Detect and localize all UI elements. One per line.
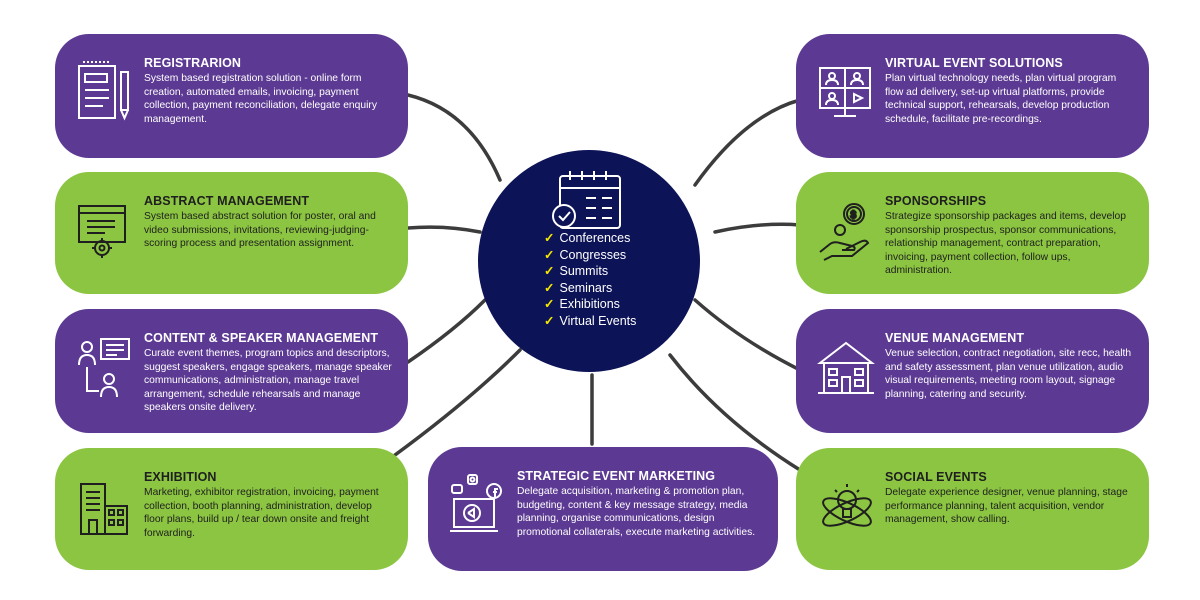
- event-type-item: ✓Congresses: [544, 247, 627, 262]
- event-type-item: ✓Summits: [544, 264, 609, 279]
- card-description: System based registration solution - onl…: [144, 73, 377, 125]
- event-types-list: ✓Conferences ✓Congresses ✓Summits ✓Semin…: [544, 230, 636, 330]
- browser-gear-icon: [75, 196, 137, 266]
- card-virtual-event-solutions: VIRTUAL EVENT SOLUTIONS Plan virtual tec…: [796, 34, 1149, 158]
- card-venue-management: VENUE MANAGEMENT Venue selection, contra…: [796, 309, 1149, 433]
- card-title: STRATEGIC EVENT MARKETING: [517, 469, 716, 483]
- card-title: EXHIBITION: [144, 470, 217, 484]
- card-title: CONTENT & SPEAKER MANAGEMENT: [144, 331, 379, 345]
- venue-building-icon: [816, 333, 878, 403]
- card-description: Strategize sponsorship packages and item…: [885, 211, 1126, 277]
- connector-virtual: [693, 98, 802, 187]
- card-description: Plan virtual technology needs, plan virt…: [885, 73, 1117, 125]
- building-icon: [75, 472, 137, 542]
- card-registration: REGISTRARION System based registration s…: [55, 34, 408, 158]
- card-description: System based abstract solution for poste…: [144, 211, 376, 250]
- card-description: Delegate acquisition, marketing & promot…: [517, 486, 756, 538]
- event-types-hub: ✓Conferences ✓Congresses ✓Summits ✓Semin…: [478, 150, 700, 372]
- card-title: VENUE MANAGEMENT: [885, 331, 1025, 345]
- check-icon: ✓: [544, 247, 555, 262]
- event-type-item: ✓Seminars: [544, 280, 613, 295]
- card-title: SOCIAL EVENTS: [885, 470, 987, 484]
- check-icon: ✓: [544, 231, 555, 245]
- event-type-item: ✓Conferences: [544, 231, 631, 245]
- card-description: Delegate experience designer, venue plan…: [885, 487, 1128, 526]
- event-type-item: ✓Exhibitions: [544, 297, 620, 312]
- check-icon: ✓: [544, 280, 555, 295]
- card-description: Venue selection, contract negotiation, s…: [885, 348, 1132, 400]
- connector-sponsorship: [713, 222, 802, 234]
- check-icon: ✓: [544, 264, 555, 279]
- card-strategic-event-marketing: STRATEGIC EVENT MARKETING Delegate acqui…: [428, 447, 778, 571]
- speaker-presentation-icon: [75, 333, 137, 403]
- lightbulb-orbit-icon: [816, 472, 878, 542]
- card-abstract-management: ABSTRACT MANAGEMENT System based abstrac…: [55, 172, 408, 294]
- connector-content: [406, 298, 487, 364]
- connector-social: [668, 353, 802, 472]
- social-media-laptop-icon: [448, 471, 510, 541]
- connector-venue: [693, 298, 802, 372]
- event-type-item: ✓Virtual Events: [544, 313, 637, 328]
- card-title: VIRTUAL EVENT SOLUTIONS: [885, 56, 1063, 70]
- card-sponsorships: $ SPONSORSHIPS Strategize sponsorship pa…: [796, 172, 1149, 294]
- card-title: REGISTRARION: [144, 56, 242, 70]
- check-icon: ✓: [544, 313, 555, 328]
- hand-coin-icon: $: [816, 196, 878, 266]
- video-conference-icon: [816, 58, 878, 128]
- registration-form-icon: [75, 58, 137, 128]
- card-title: SPONSORSHIPS: [885, 194, 987, 208]
- card-exhibition: EXHIBITION Marketing, exhibitor registra…: [55, 448, 408, 570]
- connector-registration: [406, 93, 502, 182]
- card-content-speaker-management: CONTENT & SPEAKER MANAGEMENT Curate even…: [55, 309, 408, 433]
- calendar-check-icon: [550, 168, 630, 238]
- connector-exhibition: [393, 348, 522, 457]
- card-description: Marketing, exhibitor registration, invoi…: [144, 487, 379, 539]
- check-icon: ✓: [544, 297, 555, 312]
- connector-abstract: [406, 225, 482, 234]
- card-title: ABSTRACT MANAGEMENT: [144, 194, 310, 208]
- card-social-events: SOCIAL EVENTS Delegate experience design…: [796, 448, 1149, 570]
- svg-text:$: $: [851, 210, 857, 221]
- card-description: Curate event themes, program topics and …: [144, 348, 392, 414]
